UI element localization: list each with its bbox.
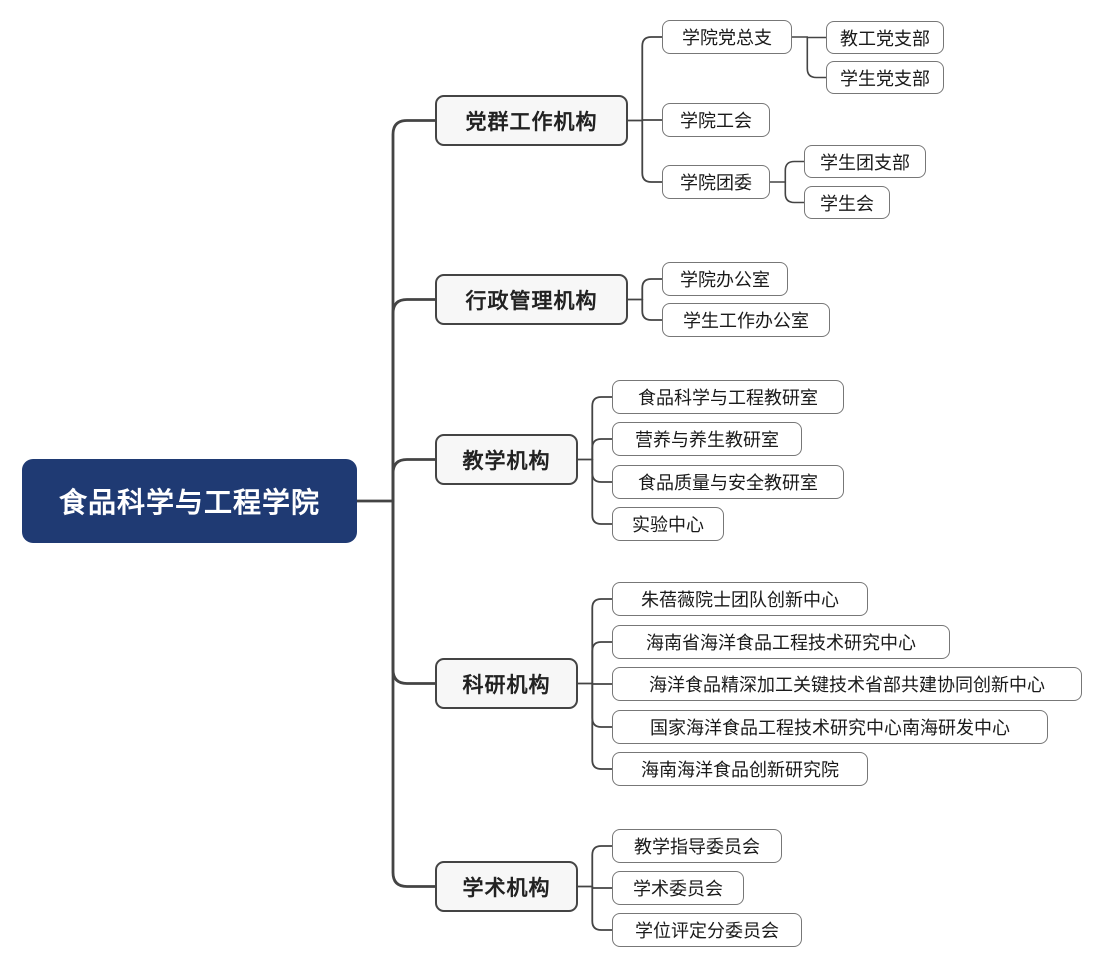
node-label: 行政管理机构 — [465, 289, 598, 313]
leaf-node-1-3-2[interactable]: 学生会 — [804, 186, 890, 219]
branch-node-1[interactable]: 党群工作机构 — [435, 95, 628, 146]
node-label: 食品科学与工程教研室 — [638, 388, 818, 408]
node-label: 营养与养生教研室 — [635, 430, 779, 450]
branch-node-4[interactable]: 科研机构 — [435, 658, 578, 709]
node-label: 学院办公室 — [680, 270, 770, 290]
node-label: 学院党总支 — [682, 28, 772, 48]
leaf-node-1-1-2[interactable]: 学生党支部 — [826, 61, 944, 94]
branch-node-3[interactable]: 教学机构 — [435, 434, 578, 485]
node-label: 食品科学与工程学院 — [58, 487, 320, 518]
child-node-5-2[interactable]: 学术委员会 — [612, 871, 744, 905]
child-node-4-5[interactable]: 海南海洋食品创新研究院 — [612, 752, 868, 786]
node-label: 学术机构 — [462, 876, 551, 900]
child-node-4-2[interactable]: 海南省海洋食品工程技术研究中心 — [612, 625, 950, 659]
node-label: 朱蓓薇院士团队创新中心 — [641, 590, 839, 610]
child-node-1-1[interactable]: 学院党总支 — [662, 20, 792, 54]
child-node-5-1[interactable]: 教学指导委员会 — [612, 829, 782, 863]
child-node-3-3[interactable]: 食品质量与安全教研室 — [612, 465, 844, 499]
node-label: 海南海洋食品创新研究院 — [641, 760, 839, 780]
child-node-5-3[interactable]: 学位评定分委员会 — [612, 913, 802, 947]
branch-node-2[interactable]: 行政管理机构 — [435, 274, 628, 325]
leaf-node-1-3-1[interactable]: 学生团支部 — [804, 145, 926, 178]
node-label: 学院工会 — [680, 111, 752, 131]
node-label: 教学机构 — [462, 449, 551, 473]
node-label: 学生团支部 — [820, 152, 910, 173]
node-label: 党群工作机构 — [465, 110, 598, 134]
node-label: 实验中心 — [632, 515, 704, 535]
child-node-4-3[interactable]: 海洋食品精深加工关键技术省部共建协同创新中心 — [612, 667, 1082, 701]
node-label: 学生工作办公室 — [683, 311, 809, 331]
child-node-1-2[interactable]: 学院工会 — [662, 103, 770, 137]
node-label: 国家海洋食品工程技术研究中心南海研发中心 — [650, 718, 1010, 738]
node-label: 学生会 — [820, 193, 874, 214]
child-node-4-1[interactable]: 朱蓓薇院士团队创新中心 — [612, 582, 868, 616]
child-node-3-1[interactable]: 食品科学与工程教研室 — [612, 380, 844, 414]
root-node-node-e9a39fe59381e7a791e5ada6[interactable]: 食品科学与工程学院 — [22, 459, 357, 543]
child-node-2-1[interactable]: 学院办公室 — [662, 262, 788, 296]
child-node-3-2[interactable]: 营养与养生教研室 — [612, 422, 802, 456]
leaf-node-1-1-1[interactable]: 教工党支部 — [826, 21, 944, 54]
node-label: 学位评定分委员会 — [635, 921, 779, 941]
node-label: 教工党支部 — [840, 28, 930, 49]
node-label: 海南省海洋食品工程技术研究中心 — [646, 633, 916, 653]
node-label: 教学指导委员会 — [634, 837, 760, 857]
node-label: 学院团委 — [680, 173, 752, 193]
branch-node-5[interactable]: 学术机构 — [435, 861, 578, 912]
child-node-3-4[interactable]: 实验中心 — [612, 507, 724, 541]
node-label: 学术委员会 — [633, 879, 723, 899]
node-label: 海洋食品精深加工关键技术省部共建协同创新中心 — [649, 675, 1045, 695]
node-label: 科研机构 — [462, 673, 551, 697]
child-node-4-4[interactable]: 国家海洋食品工程技术研究中心南海研发中心 — [612, 710, 1048, 744]
node-label: 食品质量与安全教研室 — [638, 473, 818, 493]
node-label: 学生党支部 — [840, 68, 930, 89]
child-node-2-2[interactable]: 学生工作办公室 — [662, 303, 830, 337]
child-node-1-3[interactable]: 学院团委 — [662, 165, 770, 199]
